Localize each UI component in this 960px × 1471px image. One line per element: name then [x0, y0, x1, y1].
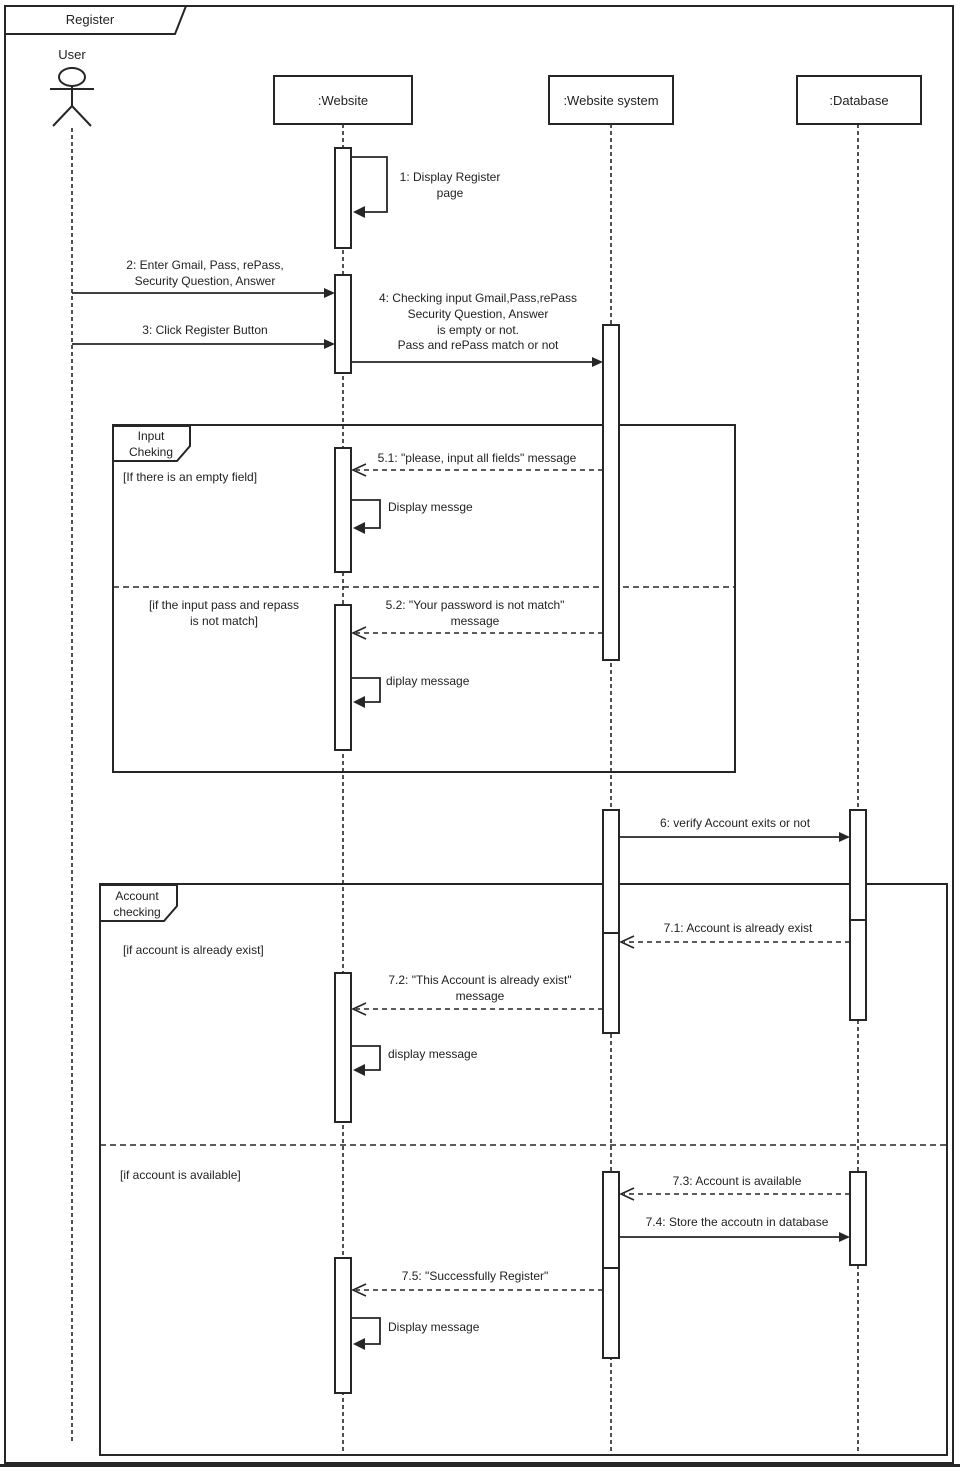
arrow-verify-account — [619, 832, 850, 842]
website-activation-2 — [334, 274, 352, 374]
database-activation-2 — [849, 1171, 867, 1266]
arrow-click-register — [72, 339, 335, 349]
database-header-box — [796, 75, 922, 125]
system-activation-2b — [602, 932, 620, 1034]
user-actor-icon — [50, 67, 94, 127]
self-display-message-exist — [351, 1045, 381, 1076]
message-7-5-label: 7.5: "Successfully Register" — [401, 1269, 549, 1283]
database-activation-1a — [849, 809, 867, 921]
user-actor-label: User — [58, 47, 86, 62]
guard-pass-mismatch: [if the input pass and repass is not mat… — [148, 598, 300, 628]
system-activation-2a — [602, 809, 620, 934]
website-activation-1 — [334, 147, 352, 249]
frame-title: Register — [65, 12, 115, 27]
frame-title-tab — [4, 5, 188, 35]
message-5-2-label: 5.2: "Your password is not match" messag… — [385, 598, 565, 628]
self-display-register — [351, 156, 388, 218]
fragment-input-checking-name: Input Cheking — [128, 429, 174, 460]
message-7-4-label: 7.4: Store the accoutn in database — [645, 1215, 829, 1229]
activation-bars — [334, 147, 867, 1394]
guard-account-exists: [if account is already exist] — [123, 943, 264, 957]
message-7-2-label: 7.2: "This Account is already exist" mes… — [388, 973, 572, 1003]
lifeline-headers — [273, 75, 922, 125]
guard-empty-field: [If there is an empty field] — [123, 470, 258, 484]
self-display-message-success — [351, 1317, 381, 1350]
message-7-5-self-label: Display message — [388, 1320, 480, 1334]
message-5-1-label: 5.1: "please, input all fields" message — [377, 451, 577, 465]
arrow-store-account — [619, 1232, 850, 1242]
website-activation-4 — [334, 604, 352, 751]
message-7-3-label: 7.3: Account is available — [672, 1174, 802, 1188]
fragment-account-checking — [99, 883, 948, 1456]
website-activation-5 — [334, 972, 352, 1123]
website-activation-3 — [334, 447, 352, 573]
message-7-2-self-label: display message — [388, 1047, 478, 1061]
message-4-label: 4: Checking input Gmail,Pass,rePass Secu… — [378, 291, 578, 353]
self-messages — [351, 156, 388, 1350]
self-diplay-message — [351, 677, 381, 708]
diagram-frame — [0, 5, 960, 1467]
return-arrowheads — [351, 463, 635, 1297]
call-arrows — [72, 288, 850, 1242]
website-system-header-box — [548, 75, 674, 125]
fragment-account-checking-label-tab — [99, 884, 178, 922]
website-system-header-label: :Website system — [563, 92, 659, 108]
fragment-account-checking-name: Account checking — [113, 889, 161, 920]
database-header-label: :Database — [829, 92, 889, 108]
message-2-label: 2: Enter Gmail, Pass, rePass, Security Q… — [126, 258, 284, 288]
message-7-1-label: 7.1: Account is already exist — [663, 921, 813, 935]
arrow-checking-input — [351, 357, 603, 367]
website-activation-6 — [334, 1257, 352, 1394]
website-header-box — [273, 75, 413, 125]
arrow-enter-credentials — [72, 288, 335, 298]
message-5-1-self-label: Display messge — [388, 500, 473, 514]
system-activation-1 — [602, 324, 620, 661]
message-6-label: 6: verify Account exits or not — [659, 816, 811, 830]
website-header-label: :Website — [317, 92, 369, 108]
return-arrows — [356, 469, 850, 1291]
fragment-input-checking-label-tab — [112, 425, 191, 462]
fragment-input-checking — [112, 424, 736, 773]
self-display-messge — [351, 499, 381, 534]
database-activation-1b — [849, 919, 867, 1021]
guard-account-available: [if account is available] — [120, 1168, 241, 1182]
message-5-2-self-label: diplay message — [386, 674, 470, 688]
system-activation-3b — [602, 1267, 620, 1359]
message-3-label: 3: Click Register Button — [142, 323, 268, 337]
system-activation-3a — [602, 1171, 620, 1269]
message-1-label: 1: Display Register page — [399, 170, 501, 200]
